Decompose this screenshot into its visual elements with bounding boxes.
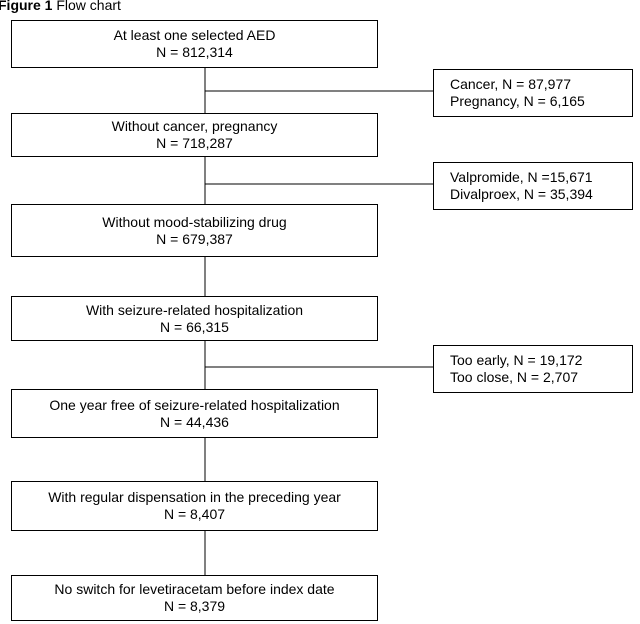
step-box-1: At least one selected AED N = 812,314	[11, 20, 378, 68]
figure-label: Figure 1	[0, 0, 53, 13]
step-label: With seizure-related hospitalization	[85, 301, 304, 318]
step-label: No switch for levetiracetam before index…	[54, 581, 335, 597]
exclusion-line: Too close, N = 2,707	[450, 369, 579, 385]
step-label: At least one selected AED	[113, 27, 276, 43]
exclusion-line: Divalproex, N = 35,394	[450, 186, 593, 202]
exclusion-line: Pregnancy, N = 6,165	[450, 93, 585, 109]
step-count: N = 8,379	[163, 598, 226, 614]
step-count: N = 812,314	[156, 44, 233, 60]
step-box-5: One year free of seizure-related hospita…	[11, 389, 378, 438]
exclusion-box-2: Valpromide, N =15,671 Divalproex, N = 35…	[433, 162, 633, 210]
step-box-2: Without cancer, pregnancy N = 718,287	[11, 113, 378, 157]
step-box-3: Without mood-stabilizing drug N = 679,38…	[11, 204, 378, 257]
figure-caption: Figure 1 Flow chart	[0, 0, 121, 13]
exclusion-line: Too early, N = 19,172	[450, 352, 583, 368]
exclusion-box-3: Too early, N = 19,172 Too close, N = 2,7…	[433, 345, 633, 393]
step-label: Without mood-stabilizing drug	[102, 213, 287, 230]
exclusion-line: Cancer, N = 87,977	[450, 76, 572, 92]
step-count: N = 679,387	[156, 230, 233, 247]
step-count: N = 66,315	[160, 318, 229, 335]
step-label: Without cancer, pregnancy	[111, 118, 278, 134]
figure-title: Flow chart	[56, 0, 121, 13]
step-box-4: With seizure-related hospitalization N =…	[11, 296, 378, 341]
step-label: One year free of seizure-related hospita…	[49, 396, 340, 413]
exclusion-box-1: Cancer, N = 87,977 Pregnancy, N = 6,165	[433, 69, 633, 117]
step-count: N = 718,287	[156, 135, 233, 151]
exclusion-line: Valpromide, N =15,671	[450, 169, 593, 185]
step-count: N = 8,407	[163, 506, 226, 522]
step-count: N = 44,436	[160, 413, 229, 430]
step-box-6: With regular dispensation in the precedi…	[11, 481, 378, 531]
step-box-7: No switch for levetiracetam before index…	[11, 575, 378, 621]
step-label: With regular dispensation in the precedi…	[48, 489, 341, 505]
